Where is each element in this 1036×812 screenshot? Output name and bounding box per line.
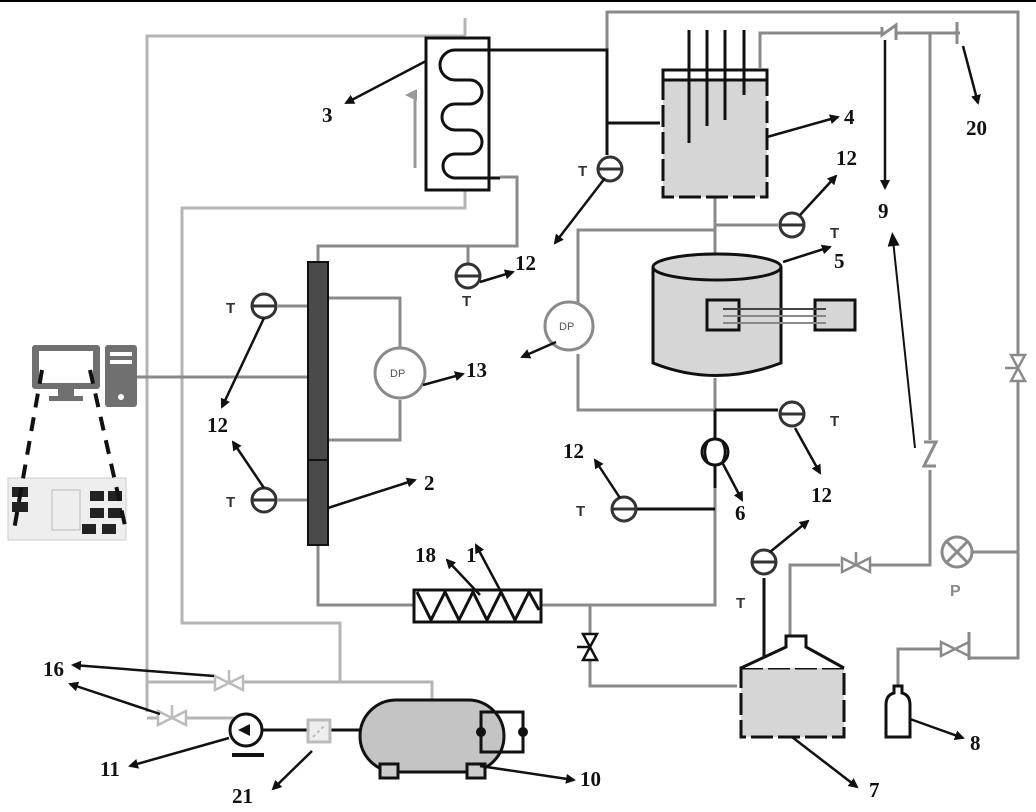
compressor-tank (358, 698, 528, 780)
label-temp-sensor: 12 (811, 483, 832, 507)
dp-tag: DP (559, 321, 574, 333)
t-tag: T (736, 595, 745, 612)
temperature-tags: T T T T T T T T (226, 163, 839, 612)
label-temp-sensor: 12 (563, 439, 584, 463)
t-tag: T (830, 413, 839, 430)
dp-sensor-column: DP (373, 346, 427, 400)
dp-sensor-vessel: DP (543, 300, 595, 352)
temperature-sensor (596, 155, 624, 183)
temperature-sensor (610, 495, 638, 523)
label-gas-cylinder: 8 (970, 731, 981, 755)
label-vent: 20 (966, 116, 987, 140)
label-temp-sensor: 12 (515, 251, 536, 275)
t-tag: T (578, 163, 587, 180)
label-valves: 16 (43, 657, 64, 681)
label-flow-meter: 6 (735, 501, 746, 525)
temperature-sensor (750, 548, 778, 576)
pump (228, 712, 264, 757)
pressure-gauge: P (940, 535, 974, 600)
temperature-sensor (250, 292, 278, 320)
t-tag: T (830, 225, 839, 242)
dp-tag: DP (390, 368, 405, 380)
temperature-sensor (250, 486, 278, 514)
top-vessel (661, 30, 769, 199)
heated-vessel (651, 252, 857, 377)
t-tag: T (226, 300, 235, 317)
computer-icon (32, 345, 137, 407)
screw-feeder (412, 588, 543, 624)
number-labels: 3 4 5 2 1 18 6 7 8 9 10 11 13 16 20 21 1… (43, 103, 987, 808)
pressure-tag: P (950, 583, 961, 600)
filter (306, 718, 332, 744)
label-collection-tank: 7 (869, 778, 880, 802)
label-screw-feeder: 1 (466, 543, 477, 567)
callout-arrows (68, 40, 981, 791)
label-compressor-tank: 10 (580, 767, 601, 791)
label-temp-sensor: 12 (207, 413, 228, 437)
label-pump: 11 (100, 757, 120, 781)
label-heated-vessel: 5 (834, 249, 845, 273)
t-tag: T (462, 293, 471, 310)
temperature-sensors (250, 155, 806, 576)
label-column: 2 (424, 471, 435, 495)
condenser (405, 36, 500, 192)
label-dp-sensor: 13 (466, 358, 487, 382)
flow-meter (700, 437, 730, 467)
collection-tank (739, 634, 846, 739)
label-filter: 21 (232, 784, 253, 808)
label-temp-sensor: 12 (836, 146, 857, 170)
label-top-vessel: 4 (844, 105, 855, 129)
daq-board-icon (7, 369, 128, 541)
process-piping (137, 10, 1020, 690)
label-condenser: 3 (322, 103, 333, 127)
temperature-sensor (778, 400, 806, 428)
valves (156, 22, 1028, 728)
column (307, 261, 329, 546)
label-spiral: 18 (415, 543, 436, 567)
temperature-sensor (778, 211, 806, 239)
t-tag: T (576, 503, 585, 520)
temperature-sensor (454, 262, 482, 290)
t-tag: T (226, 494, 235, 511)
gas-cylinder (884, 684, 912, 739)
label-check-valve: 9 (878, 199, 889, 223)
